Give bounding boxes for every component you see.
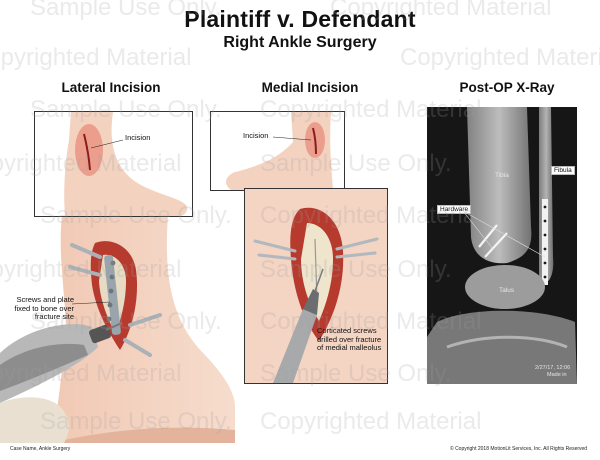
lateral-ankle-drawing [64,112,188,216]
xray-heading: Post-OP X-Ray [459,80,555,95]
footer-copyright: © Copyright 2018 MotionLit Services, Inc… [450,446,588,452]
corticated-screws-label: Corticated screws drilled over fracture … [317,326,382,353]
hardware-label: Hardware [437,205,472,214]
fibula-label: Fibula [551,166,575,175]
footer-case-name: Case Name, Ankle Surgery [10,446,71,452]
screws-plate-label: Screws and plate fixed to bone over frac… [14,295,74,322]
medial-heading: Medial Incision [261,80,359,95]
talus-label: Talus [499,287,515,294]
lateral-surgery-illustration [0,215,235,443]
lateral-incision-inset: Incision [34,111,193,217]
page-subtitle: Right Ankle Surgery [223,34,377,51]
lateral-incision-label: Incision [125,133,151,142]
medial-ankle-drawing [226,112,333,190]
medial-incision-label: Incision [243,131,269,140]
xray-panel: Tibia Fibula Hardware Talus 2/27/17, 12:… [427,107,577,384]
hardware-pointer [463,210,546,258]
xray-image [427,107,577,384]
xray-stamp-date: 2/27/17, 12:06 [535,365,571,371]
medial-incision-inset: Incision [210,111,345,191]
screws-plate-pointer [72,301,111,305]
page-title: Plaintiff v. Defendant [184,6,416,32]
watermark-text: Copyrighted Material [260,408,482,435]
medial-surgery-panel: Corticated screws drilled over fracture … [244,188,388,384]
medial-surgery-drawing [245,189,387,383]
xray-stamp-made: Made in [547,372,567,378]
lateral-heading: Lateral Incision [61,80,161,95]
tibia-label: Tibia [495,172,509,179]
